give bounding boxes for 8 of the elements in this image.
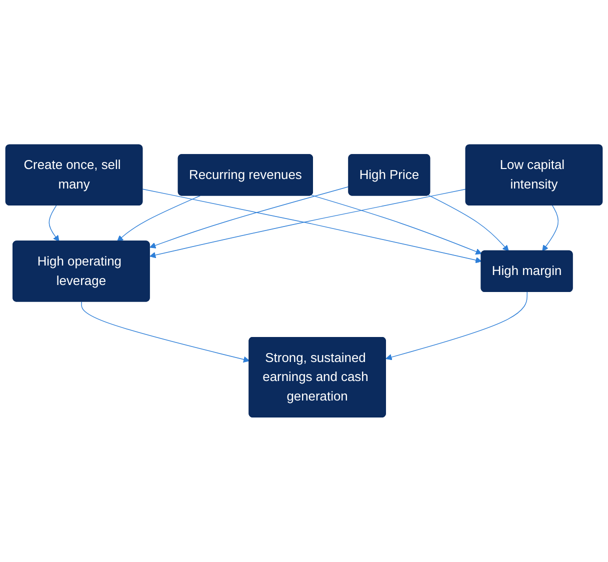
- arrow: [150, 186, 350, 249]
- arrow: [117, 195, 201, 242]
- arrow: [81, 301, 250, 363]
- arrow: [542, 205, 559, 252]
- arrow: [48, 205, 60, 242]
- arrow: [428, 194, 509, 252]
- arrow: [311, 194, 482, 255]
- arrow: [386, 292, 528, 360]
